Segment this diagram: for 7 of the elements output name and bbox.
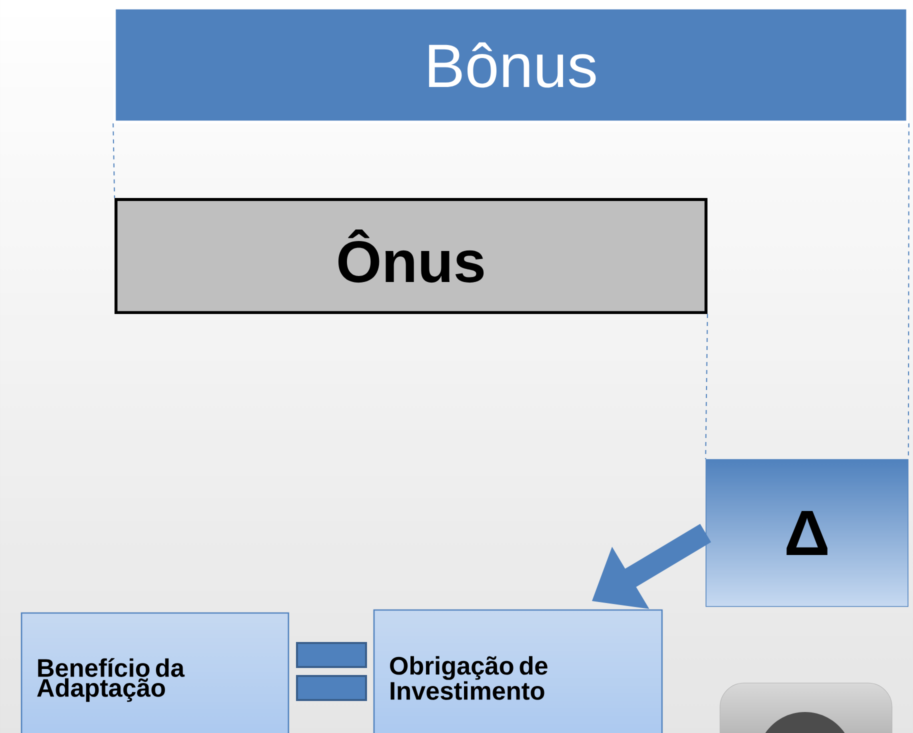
connector-line (112, 123, 116, 198)
connector-line (705, 314, 708, 460)
process-box: Ônus (114, 198, 708, 314)
text-box: Obrigação de Investimento (373, 609, 663, 733)
text-box: Benefício da Adaptação (20, 612, 290, 733)
title-bar: Bônus (113, 6, 909, 124)
delta-box: Δ (706, 459, 908, 607)
